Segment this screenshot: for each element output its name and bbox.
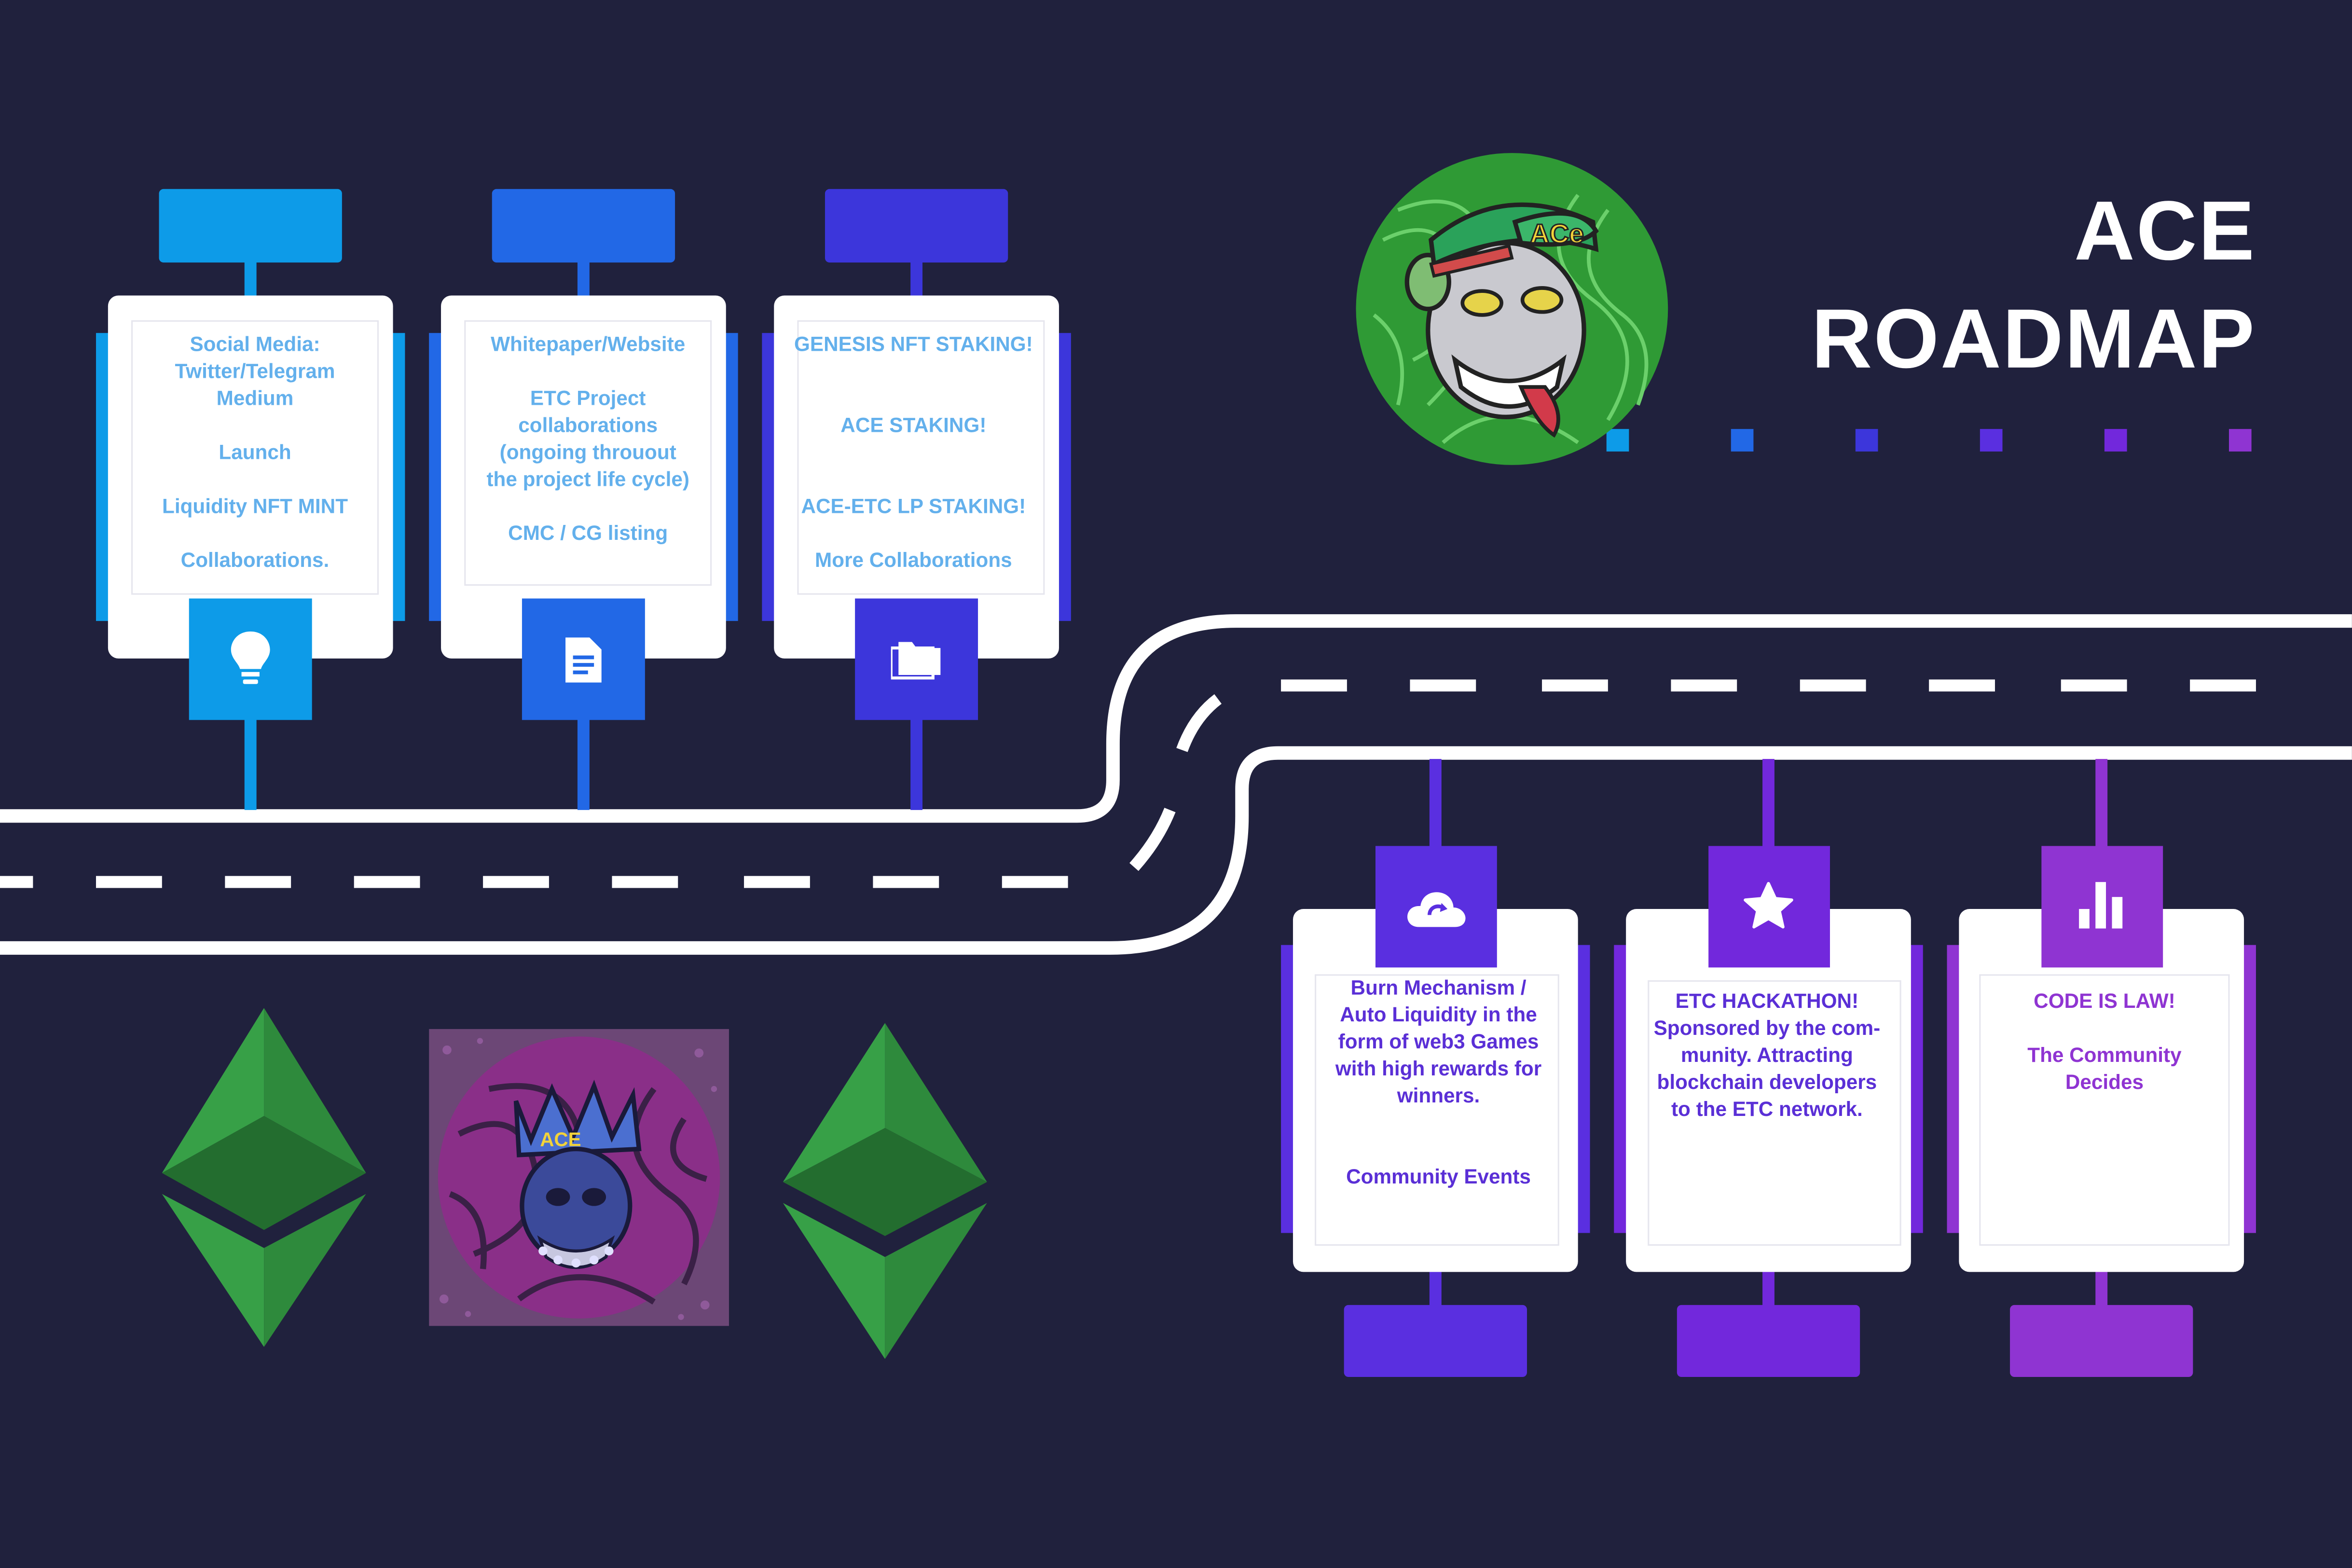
phase-card-6: CODE IS LAW! The Community Decides [1974, 989, 2235, 1097]
phase-card-1: Social Media: Twitter/Telegram Medium La… [132, 331, 378, 575]
phase-1-line: Medium [216, 387, 294, 410]
phase-1-line: Collaborations. [180, 549, 330, 572]
phase-card-2: Whitepaper/Website ETC Project collabora… [459, 331, 717, 548]
phase-4-line: winners. [1397, 1084, 1480, 1107]
phase-5-line: to the ETC network. [1671, 1098, 1863, 1121]
phase-2-line: the project life cycle) [486, 468, 689, 491]
cloud-sync-icon [1407, 892, 1466, 927]
phase-3-line: ACE STAKING! [840, 414, 987, 437]
phase-2-line: Whitepaper/Website [491, 333, 686, 356]
road-edge-upper [0, 614, 2352, 823]
star-icon [1744, 882, 1793, 929]
phase-4-line: with high rewards for [1335, 1057, 1542, 1080]
folders-icon [891, 642, 941, 680]
phase-4-line: form of web3 Games [1338, 1030, 1539, 1053]
phase-2-line: ETC Project [530, 387, 646, 410]
phase-5-line: blockchain developers [1657, 1071, 1877, 1094]
phase-4-line: Community Events [1346, 1165, 1531, 1188]
phase-4-line: Auto Liquidity in the [1340, 1003, 1537, 1026]
phase-1-line: Launch [219, 441, 291, 464]
bar-chart-icon [2079, 882, 2123, 929]
crown-ape-nft-image: ACE [429, 1029, 729, 1326]
phase-3-line: GENESIS NFT STAKING! [794, 333, 1033, 356]
title-line-1: ACE [2074, 183, 2256, 278]
road-dashes [0, 679, 2256, 888]
phase-card-5: ETC HACKATHON! Sponsored by the com- mun… [1632, 989, 1902, 1124]
etc-logo-right [783, 1023, 987, 1359]
phase-4-line: Burn Mechanism / [1350, 976, 1527, 999]
phase-1-line: Liquidity NFT MINT [162, 495, 348, 518]
phase-1-line: Twitter/Telegram [175, 360, 335, 383]
etc-logo-left [162, 1008, 366, 1347]
road-edge-lower [0, 746, 2352, 955]
phase-6-line: Decides [2065, 1071, 2144, 1094]
phase-card-4: Burn Mechanism / Auto Liquidity in the f… [1305, 975, 1572, 1191]
svg-text:ACe: ACe [1530, 219, 1584, 249]
phase-6-line: CODE IS LAW! [2034, 990, 2175, 1013]
phase-2-line: (ongoing throuout [499, 441, 676, 464]
phase-5-line: Sponsored by the com- [1653, 1017, 1881, 1040]
document-icon [565, 637, 602, 683]
phase-6-line: The Community [2027, 1044, 2182, 1067]
phase-3-line: ACE-ETC LP STAKING! [801, 495, 1026, 518]
phase-2-line: CMC / CG listing [508, 522, 668, 545]
svg-text:ACE: ACE [540, 1128, 581, 1150]
phase-5-line: ETC HACKATHON! [1675, 990, 1859, 1013]
phase-3-line: More Collaborations [815, 549, 1012, 572]
title-line-2: ROADMAP [1811, 291, 2256, 386]
lightbulb-icon [231, 631, 270, 684]
phase-2-line: collaborations [518, 414, 658, 437]
ace-ape-logo: ACe [1356, 153, 1668, 465]
page-title: ACE ROADMAP [1680, 177, 2256, 393]
phase-card-3: GENESIS NFT STAKING! ACE STAKING! ACE-ET… [777, 331, 1050, 575]
phase-1-line: Social Media: [190, 333, 320, 356]
phase-5-line: munity. Attracting [1680, 1044, 1853, 1067]
